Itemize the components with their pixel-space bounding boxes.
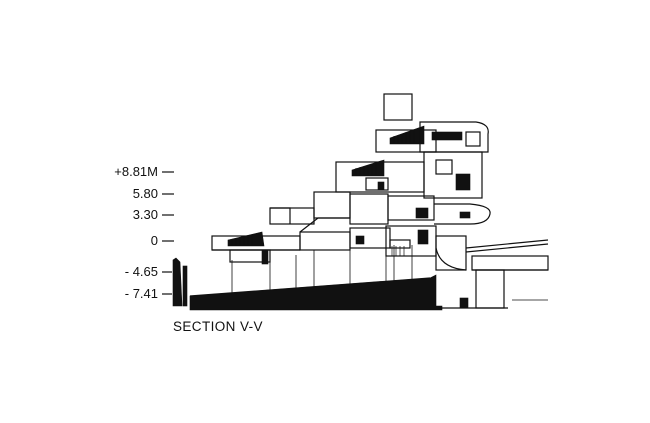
level-label-l5: - 4.65: [125, 264, 158, 279]
level-label-l2: 5.80: [133, 186, 158, 201]
level-label-l1: +8.81M: [114, 164, 158, 179]
terrace-level-3: [269, 191, 491, 225]
terrace-level-0: [211, 217, 437, 265]
terrace-level-8: [375, 93, 489, 153]
level-ticks: [162, 171, 174, 295]
right-structure: [435, 235, 549, 309]
level-labels: +8.81M 5.80 3.30 0 - 4.65 - 7.41: [114, 164, 174, 301]
terrace-level-5: [335, 151, 483, 199]
wall-post: [182, 265, 188, 307]
basement-columns: [231, 245, 413, 294]
retaining-wall: [172, 257, 183, 307]
level-label-l6: - 7.41: [125, 286, 158, 301]
level-label-l4: 0: [151, 233, 158, 248]
ground-line: [189, 277, 431, 297]
building-section: [172, 93, 549, 311]
section-caption: SECTION V-V: [173, 319, 263, 334]
level-label-l3: 3.30: [133, 207, 158, 222]
